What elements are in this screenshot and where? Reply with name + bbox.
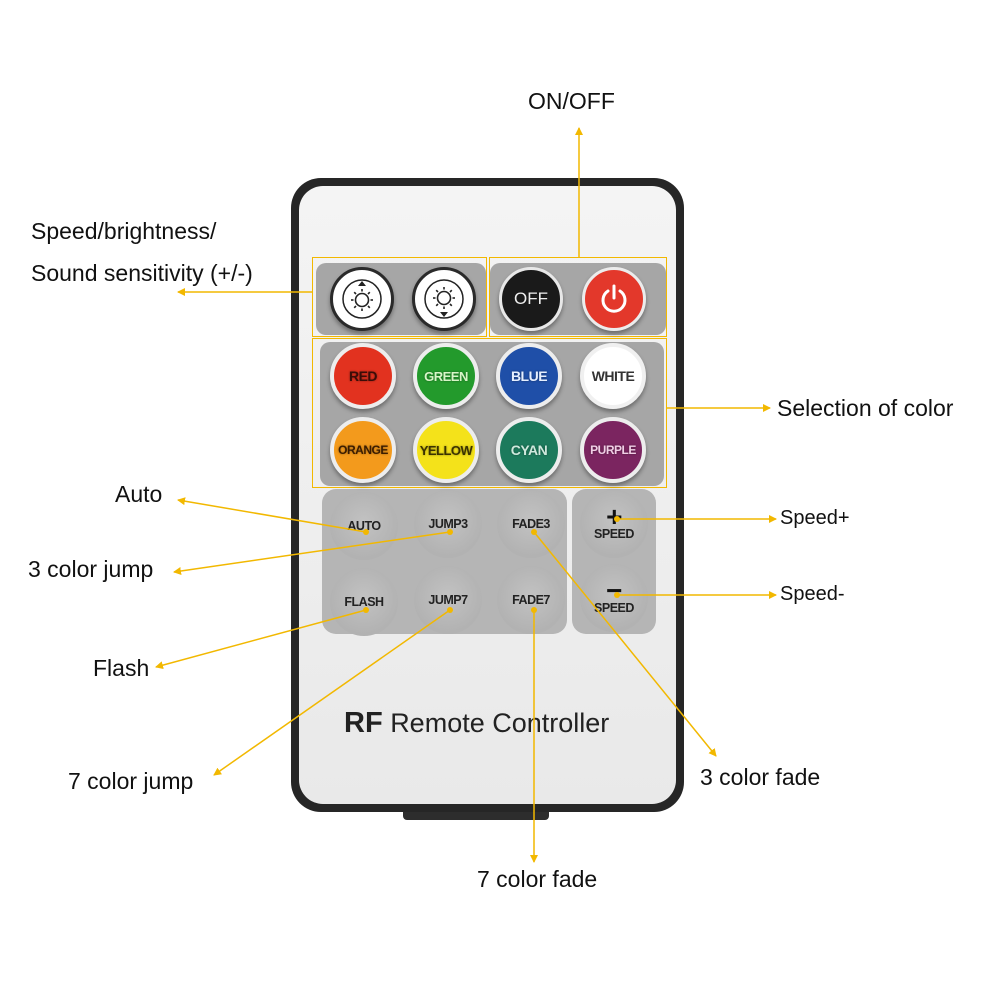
power-highlight bbox=[489, 257, 667, 337]
red-button[interactable]: RED bbox=[330, 343, 396, 409]
brightness-highlight bbox=[312, 257, 487, 337]
brand-rf: RF bbox=[344, 707, 383, 739]
green-label: GREEN bbox=[424, 368, 468, 384]
label-speed-brightness-2: Sound sensitivity (+/-) bbox=[31, 260, 253, 286]
brightness-up-icon bbox=[342, 279, 382, 319]
yellow-label: YELLOW bbox=[419, 442, 473, 458]
jump7-button[interactable]: JUMP7 bbox=[414, 566, 482, 634]
speed-plus-label: SPEED bbox=[594, 527, 634, 541]
speed-minus-label: SPEED bbox=[594, 601, 634, 615]
fade3-label: FADE3 bbox=[512, 517, 550, 531]
label-on-off: ON/OFF bbox=[528, 88, 615, 114]
fade7-label: FADE7 bbox=[512, 593, 550, 607]
brand-label: RF Remote Controller bbox=[344, 707, 609, 740]
white-label: WHITE bbox=[591, 368, 635, 384]
flash-label: FLASH bbox=[344, 595, 384, 609]
green-button[interactable]: GREEN bbox=[413, 343, 479, 409]
fade3-button[interactable]: FADE3 bbox=[497, 490, 565, 558]
purple-button[interactable]: PURPLE bbox=[580, 417, 646, 483]
blue-label: BLUE bbox=[510, 368, 548, 384]
label-speed-brightness-1: Speed/brightness/ bbox=[31, 218, 217, 244]
plus-icon: + bbox=[606, 501, 622, 532]
jump7-label: JUMP7 bbox=[428, 593, 468, 607]
flash-button[interactable]: FLASH bbox=[330, 568, 398, 636]
red-label: RED bbox=[348, 368, 378, 384]
label-flash: Flash bbox=[93, 655, 150, 681]
jump3-label: JUMP3 bbox=[428, 517, 468, 531]
fade7-button[interactable]: FADE7 bbox=[497, 566, 565, 634]
brightness-down-button[interactable] bbox=[412, 267, 476, 331]
speed-plus-button[interactable]: + SPEED bbox=[580, 490, 648, 558]
orange-button[interactable]: ORANGE bbox=[330, 417, 396, 483]
auto-button[interactable]: AUTO bbox=[330, 492, 398, 560]
label-selection-color: Selection of color bbox=[777, 395, 954, 421]
brightness-down-icon bbox=[424, 279, 464, 319]
blue-button[interactable]: BLUE bbox=[496, 343, 562, 409]
label-fade7: 7 color fade bbox=[477, 866, 598, 892]
speed-minus-button[interactable]: − SPEED bbox=[580, 564, 648, 632]
label-jump3: 3 color jump bbox=[28, 556, 154, 582]
label-speed-plus: Speed+ bbox=[780, 507, 850, 529]
label-fade3: 3 color fade bbox=[700, 764, 821, 790]
yellow-button[interactable]: YELLOW bbox=[413, 417, 479, 483]
purple-label: PURPLE bbox=[590, 443, 636, 457]
power-button[interactable] bbox=[582, 267, 646, 331]
brightness-up-button[interactable] bbox=[330, 267, 394, 331]
cyan-label: CYAN bbox=[510, 442, 548, 458]
color-highlight bbox=[312, 338, 667, 488]
jump3-button[interactable]: JUMP3 bbox=[414, 490, 482, 558]
label-speed-minus: Speed- bbox=[780, 583, 845, 605]
power-icon bbox=[601, 284, 627, 313]
off-label: OFF bbox=[514, 289, 548, 308]
label-jump7: 7 color jump bbox=[68, 768, 194, 794]
minus-icon: − bbox=[606, 575, 622, 606]
cyan-button[interactable]: CYAN bbox=[496, 417, 562, 483]
white-button[interactable]: WHITE bbox=[580, 343, 646, 409]
brand-text: Remote Controller bbox=[390, 708, 610, 738]
orange-label: ORANGE bbox=[338, 443, 388, 457]
label-auto: Auto bbox=[115, 481, 163, 507]
auto-label: AUTO bbox=[347, 519, 381, 533]
off-button[interactable]: OFF bbox=[499, 267, 563, 331]
